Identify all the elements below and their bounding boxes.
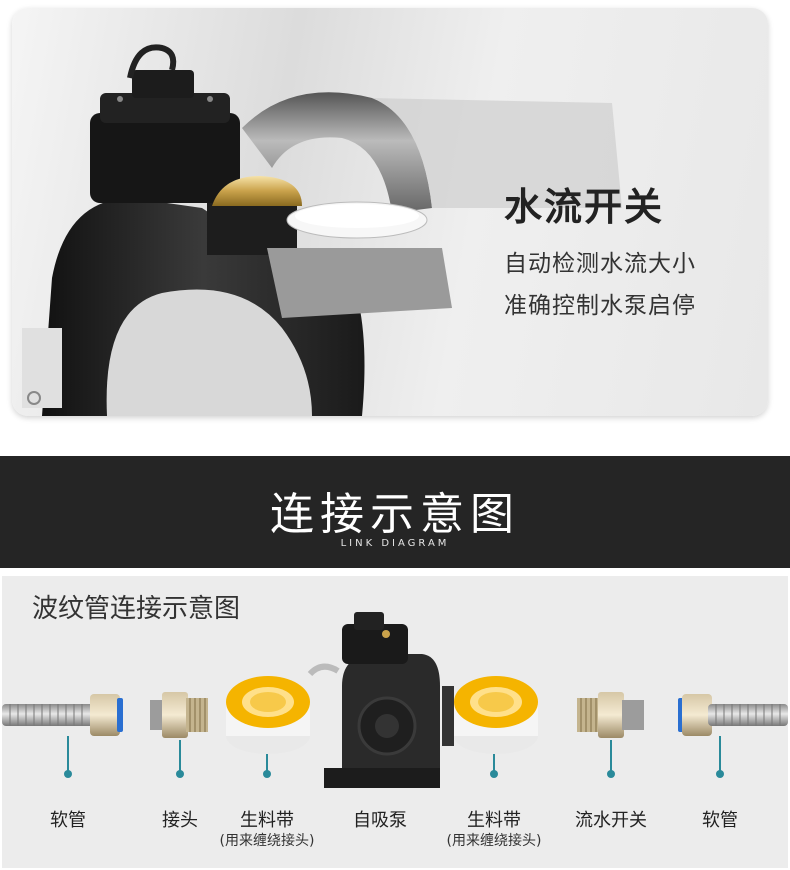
banner-title: 连接示意图 <box>270 489 520 540</box>
flow-switch-icon <box>577 692 644 738</box>
diagram-title: 波纹管连接示意图 <box>32 594 241 624</box>
flow-switch-hero: 水流开关 自动检测水流大小 准确控制水泵启停 <box>12 8 768 416</box>
callout-dot <box>176 770 184 778</box>
part-label-tape-right: 生料带 <box>467 810 521 831</box>
section-banner: 连接示意图 LINK DIAGRAM <box>0 456 790 568</box>
hero-description-line-1: 自动检测水流大小 <box>504 251 696 277</box>
callout-connectors <box>67 736 721 772</box>
part-label-fitting: 接头 <box>162 810 198 831</box>
pump-closeup-illustration <box>22 44 622 416</box>
corrugated-hose-icon-right <box>678 694 788 736</box>
connection-diagram-panel: 波纹管连接示意图 <box>2 576 788 868</box>
callout-dot <box>64 770 72 778</box>
part-label-pump: 自吸泵 <box>353 810 407 831</box>
part-label-hose-right: 软管 <box>702 810 738 831</box>
hero-description-line-2: 准确控制水泵启停 <box>504 293 696 319</box>
callout-dot <box>490 770 498 778</box>
ptfe-tape-icon-right <box>454 676 538 754</box>
hero-title: 水流开关 <box>504 185 665 229</box>
part-label-hose-left: 软管 <box>50 810 86 831</box>
ptfe-tape-icon-left <box>226 676 310 754</box>
corrugated-hose-icon-left <box>2 694 123 736</box>
self-priming-pump-icon <box>307 612 454 788</box>
connection-diagram-art <box>2 612 788 788</box>
part-sublabel-tape-left: (用来缠绕接头) <box>219 833 315 849</box>
brass-fitting-icon <box>150 692 208 738</box>
part-label-flow-switch: 流水开关 <box>575 810 647 831</box>
part-label-tape-left: 生料带 <box>240 810 294 831</box>
callout-dot <box>716 770 724 778</box>
callout-dot <box>607 770 615 778</box>
banner-subtitle: LINK DIAGRAM <box>340 538 450 549</box>
callout-dot <box>263 770 271 778</box>
part-sublabel-tape-right: (用来缠绕接头) <box>446 833 542 849</box>
